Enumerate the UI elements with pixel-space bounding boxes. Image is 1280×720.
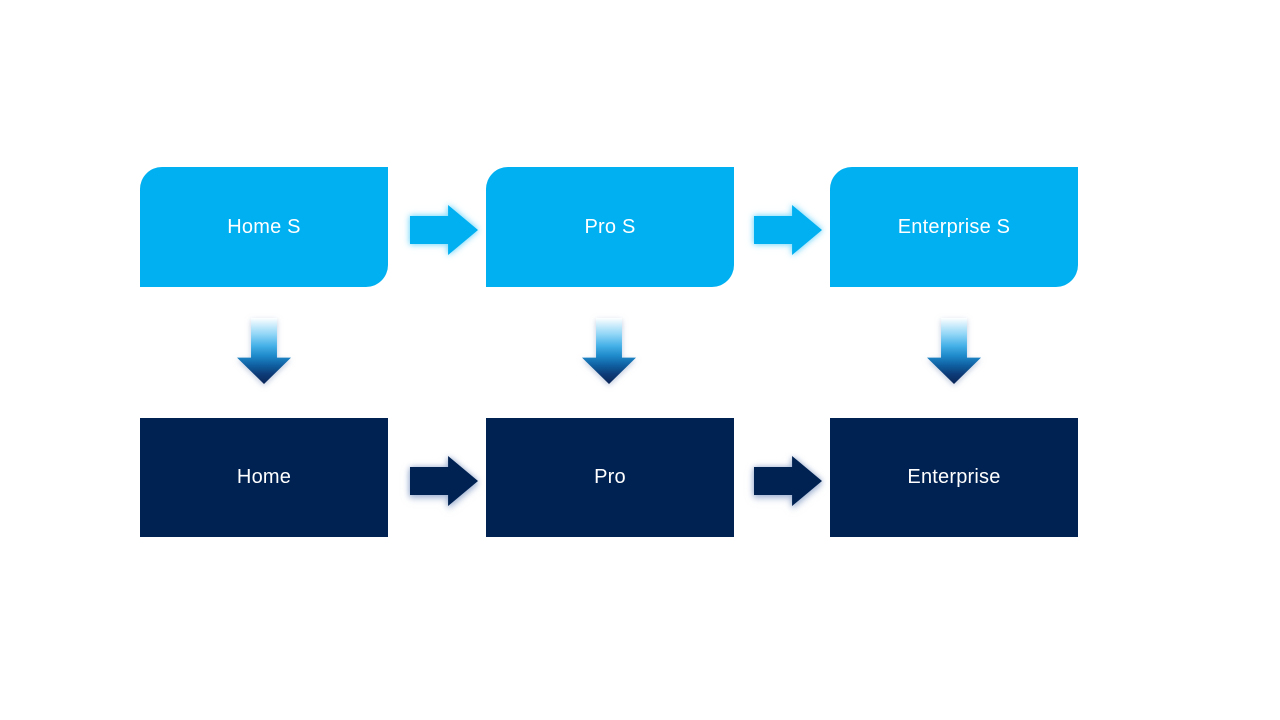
down-arrow-icon-home-s-to-home (237, 318, 291, 384)
node-enterprise-s-label: Enterprise S (897, 215, 1011, 238)
node-pro: Pro (486, 418, 734, 537)
node-enterprise-label: Enterprise (907, 466, 1001, 488)
right-arrow-icon (410, 456, 478, 506)
down-arrow-icon-pro-s-to-pro (582, 318, 636, 384)
right-arrow-icon-pro-to-enterprise (754, 456, 822, 506)
right-arrow-icon-pro-s-to-enterprise-s (754, 205, 822, 255)
right-arrow-icon (410, 205, 478, 255)
node-pro-label: Pro (594, 466, 626, 488)
node-enterprise: Enterprise (830, 418, 1078, 537)
node-pro-s: Pro S (486, 167, 734, 287)
down-arrow-icon-enterprise-s-to-enterprise (927, 318, 981, 384)
node-home-s-label: Home S (227, 215, 301, 238)
node-enterprise-s: Enterprise S (830, 167, 1078, 287)
right-arrow-icon-home-s-to-pro-s (410, 205, 478, 255)
node-pro-s-label: Pro S (584, 215, 636, 238)
down-arrow-icon (237, 318, 291, 384)
down-arrow-icon (927, 318, 981, 384)
right-arrow-icon (754, 205, 822, 255)
node-home-s: Home S (140, 167, 388, 287)
right-arrow-icon (754, 456, 822, 506)
node-home-label: Home (236, 466, 292, 488)
right-arrow-icon-home-to-pro (410, 456, 478, 506)
node-home: Home (140, 418, 388, 537)
down-arrow-icon (582, 318, 636, 384)
